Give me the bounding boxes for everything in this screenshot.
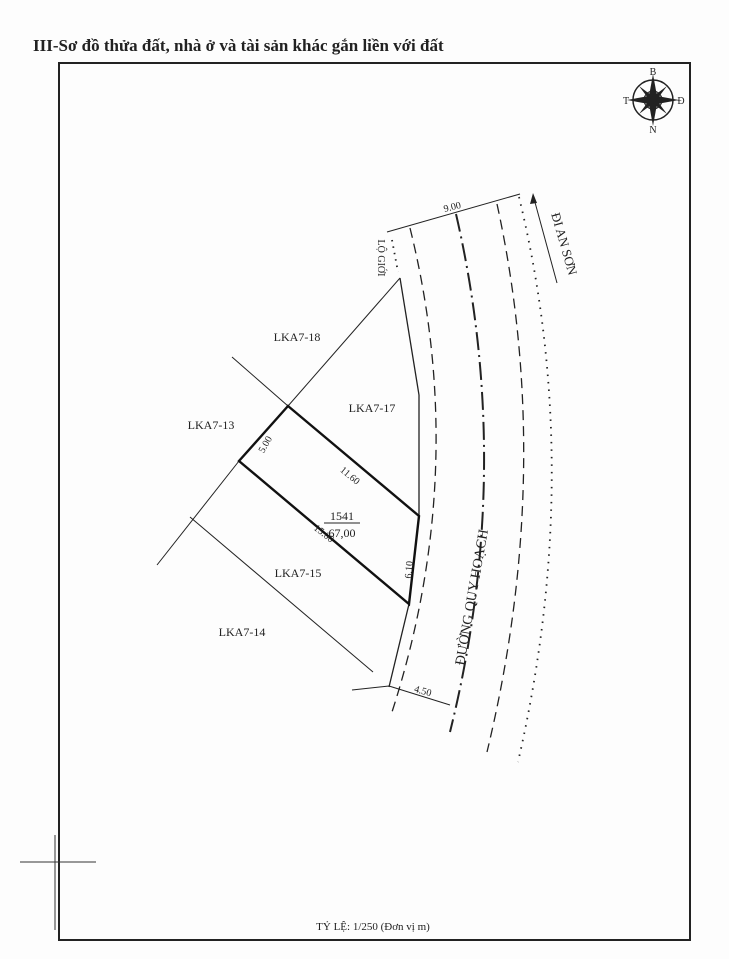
road-lines [388, 196, 553, 763]
parcel-label-lka7-18: LKA7-18 [274, 330, 321, 344]
road-edge-dotted [517, 196, 553, 763]
road-edge-dashed-inner [391, 227, 437, 713]
road-name: ĐƯỜNG QUY HOẠCH [451, 528, 492, 667]
road-edge-dashed-outer [486, 203, 525, 753]
compass-west: T [623, 96, 629, 107]
compass-south: N [649, 125, 656, 136]
dim-top: 11.60 [338, 465, 362, 488]
lo-gioi-label: LỘ GIỚI [375, 240, 387, 277]
lo-gioi-dotted [391, 239, 399, 273]
road-centerline [449, 213, 486, 733]
parcel-label-lka7-14: LKA7-14 [219, 625, 266, 639]
parcel-lines [156, 277, 401, 691]
parcel-label-lka7-17: LKA7-17 [349, 401, 396, 415]
corner-mark [20, 835, 96, 930]
dim-road-width: 9.00 [443, 200, 463, 215]
parcel-label-lka7-13: LKA7-13 [188, 418, 235, 432]
parcel-label-lka7-15: LKA7-15 [275, 566, 322, 580]
dim-setback: 4.50 [413, 684, 433, 699]
section-title: III-Sơ đồ thửa đất, nhà ở và tài sản khá… [33, 36, 444, 55]
scale-label: TỶ LỆ: 1/250 (Đơn vị m) [316, 921, 430, 933]
dimension-lines [386, 193, 558, 706]
road-boundary [388, 277, 420, 688]
compass-north: B [650, 67, 657, 78]
compass-east: Đ [677, 96, 684, 107]
parcel-number: 1541 [330, 509, 354, 523]
dim-front: 6.10 [403, 561, 415, 579]
compass-rose-icon: B N T Đ [623, 67, 685, 136]
direction-arrow-icon [530, 193, 537, 204]
diagram-frame [58, 62, 691, 941]
subject-parcel-outline[interactable] [237, 404, 421, 607]
parcel-area: 67,00 [329, 526, 356, 540]
